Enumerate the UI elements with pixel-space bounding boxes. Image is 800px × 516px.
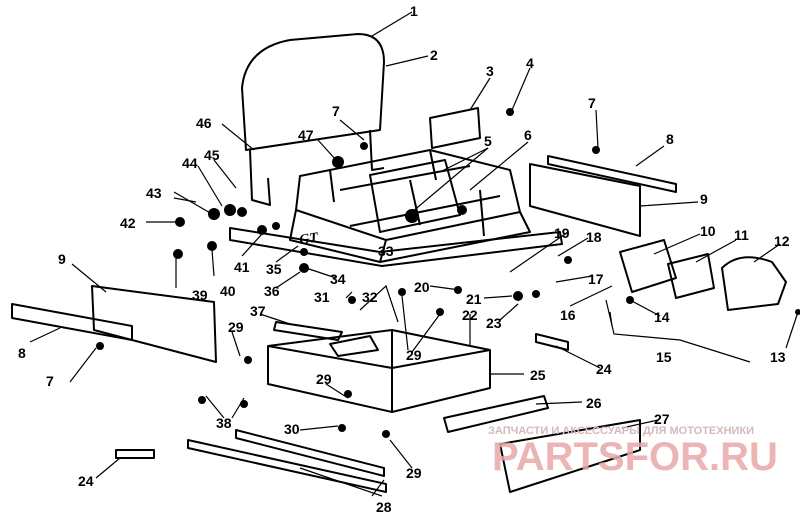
callout-29b: 29 <box>406 347 422 363</box>
callout-9a: 9 <box>700 191 708 207</box>
mudflap-27 <box>499 419 641 493</box>
callout-37: 37 <box>250 303 266 319</box>
callout-2: 2 <box>430 47 438 63</box>
plate-24-right <box>535 333 569 351</box>
callout-29d: 29 <box>406 465 422 481</box>
callout-26: 26 <box>586 395 602 411</box>
callout-30: 30 <box>284 421 300 437</box>
callout-21: 21 <box>466 291 482 307</box>
callout-10: 10 <box>700 223 716 239</box>
callout-47: 47 <box>298 127 314 143</box>
callout-35: 35 <box>266 261 282 277</box>
taillight-housing <box>619 239 677 293</box>
plate-24-left <box>115 449 155 459</box>
callout-43: 43 <box>146 185 162 201</box>
callout-18: 18 <box>586 229 602 245</box>
callout-12: 12 <box>774 233 790 249</box>
callout-7b: 7 <box>588 95 596 111</box>
storage-box <box>267 329 491 413</box>
callout-7a: 7 <box>332 103 340 119</box>
callout-36: 36 <box>264 283 280 299</box>
bottom-rail-b <box>187 439 387 493</box>
callout-20: 20 <box>414 279 430 295</box>
left-rail-8 <box>11 303 133 341</box>
bottom-rail-a <box>235 429 385 477</box>
callout-34: 34 <box>330 271 346 287</box>
callout-29c: 29 <box>316 371 332 387</box>
callout-19: 19 <box>554 225 570 241</box>
callout-42: 42 <box>120 215 136 231</box>
box-latch-32 <box>329 335 379 357</box>
taillight-gasket <box>667 253 715 299</box>
callout-44: 44 <box>182 155 198 171</box>
callout-3: 3 <box>486 63 494 79</box>
bracket-plate <box>429 107 481 149</box>
callout-40: 40 <box>220 283 236 299</box>
callout-25: 25 <box>530 367 546 383</box>
callout-24b: 24 <box>78 473 94 489</box>
watermark-brand: PARTSFOR.RU <box>492 435 778 479</box>
callout-23: 23 <box>486 315 502 331</box>
callout-24a: 24 <box>596 361 612 377</box>
watermark-caption: ЗАПЧАСТИ И АКСЕССУАРЫ ДЛЯ МОТОТЕХНИКИ <box>488 425 754 437</box>
callout-15: 15 <box>656 349 672 365</box>
backrest-support <box>249 129 385 206</box>
part-emblem-text: GT <box>298 230 320 248</box>
callout-32: 32 <box>362 289 378 305</box>
callout-4: 4 <box>526 55 534 71</box>
backrest-pad <box>241 33 385 151</box>
callout-17: 17 <box>588 271 604 287</box>
callout-11: 11 <box>734 227 749 243</box>
callout-6: 6 <box>524 127 532 143</box>
callout-14: 14 <box>654 309 670 325</box>
callout-1: 1 <box>410 3 418 19</box>
callout-39: 39 <box>192 287 208 303</box>
lower-bar <box>229 227 563 267</box>
rack-basket <box>369 159 461 233</box>
callout-13: 13 <box>770 349 786 365</box>
right-side-plate <box>529 163 641 237</box>
taillight-lens <box>721 256 787 311</box>
box-lid-37 <box>273 321 343 341</box>
callout-45: 45 <box>204 147 220 163</box>
callout-5: 5 <box>484 133 492 149</box>
mud-bracket-26 <box>443 395 549 433</box>
callout-9b: 9 <box>58 251 66 267</box>
callout-22: 22 <box>462 307 478 323</box>
callout-38: 38 <box>216 415 232 431</box>
callout-29a: 29 <box>228 319 244 335</box>
callout-8a: 8 <box>666 131 674 147</box>
right-rail-8 <box>547 155 677 193</box>
callout-28: 28 <box>376 499 392 515</box>
left-side-plate <box>91 285 217 363</box>
callout-46: 46 <box>196 115 212 131</box>
callout-31: 31 <box>314 289 330 305</box>
callout-8b: 8 <box>18 345 26 361</box>
callout-33: 33 <box>378 243 394 259</box>
callout-41: 41 <box>234 259 250 275</box>
callout-16: 16 <box>560 307 576 323</box>
callout-7c: 7 <box>46 373 54 389</box>
callout-27: 27 <box>654 411 670 427</box>
